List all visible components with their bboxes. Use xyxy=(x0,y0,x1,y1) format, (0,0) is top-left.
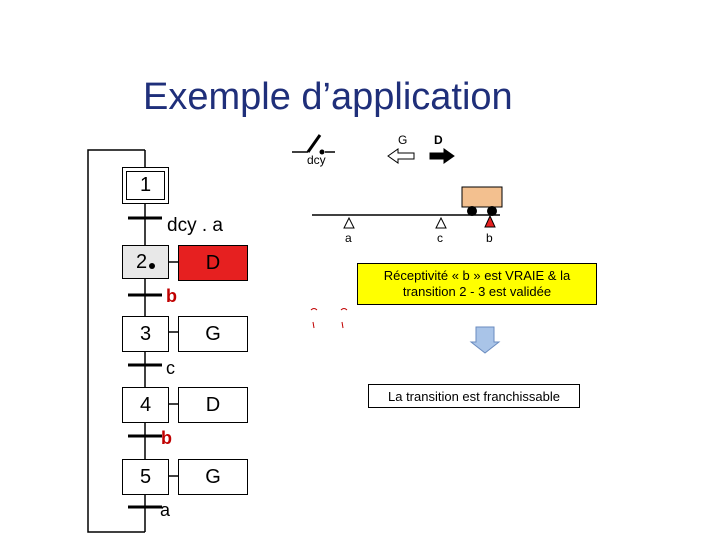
step-1: 1 xyxy=(122,167,169,204)
active-token-icon xyxy=(149,263,156,269)
g-label: G xyxy=(398,133,408,147)
sensor-b-label: b xyxy=(486,231,493,245)
d-label: D xyxy=(434,133,443,147)
step-4: 4 xyxy=(122,387,169,423)
action-3: G xyxy=(178,316,248,352)
transition-3-condition: c xyxy=(166,358,175,378)
transition-4-condition: b xyxy=(161,428,172,448)
dcy-label: dcy xyxy=(307,153,326,167)
action-3-label: G xyxy=(205,322,221,345)
action-2-label: D xyxy=(205,251,221,274)
step-2-label: 2 xyxy=(135,250,148,273)
transition-1-text: dcy . a xyxy=(167,215,223,236)
receptivity-note: Réceptivité « b » est VRAIE & la transit… xyxy=(357,263,597,305)
transition-5-condition: a xyxy=(160,500,171,520)
step-5-label: 5 xyxy=(139,465,152,488)
page-title: Exemple d’application xyxy=(143,76,513,118)
step-2: 2 xyxy=(122,245,169,279)
transition-1-condition: dcy . a xyxy=(167,215,223,237)
crossable-note: La transition est franchissable xyxy=(368,384,580,408)
step-3: 3 xyxy=(122,316,169,352)
step-4-label: 4 xyxy=(139,393,152,416)
action-4: D xyxy=(178,387,248,423)
transition-2-condition: b xyxy=(166,286,177,306)
action-2: D xyxy=(178,245,248,281)
step-5: 5 xyxy=(122,459,169,495)
action-4-label: D xyxy=(205,393,221,416)
action-5-label: G xyxy=(205,465,221,488)
step-1-label: 1 xyxy=(139,174,152,196)
sensor-c-label: c xyxy=(437,231,443,245)
action-5: G xyxy=(178,459,248,495)
step-3-label: 3 xyxy=(139,322,152,345)
sensor-a-label: a xyxy=(345,231,352,245)
